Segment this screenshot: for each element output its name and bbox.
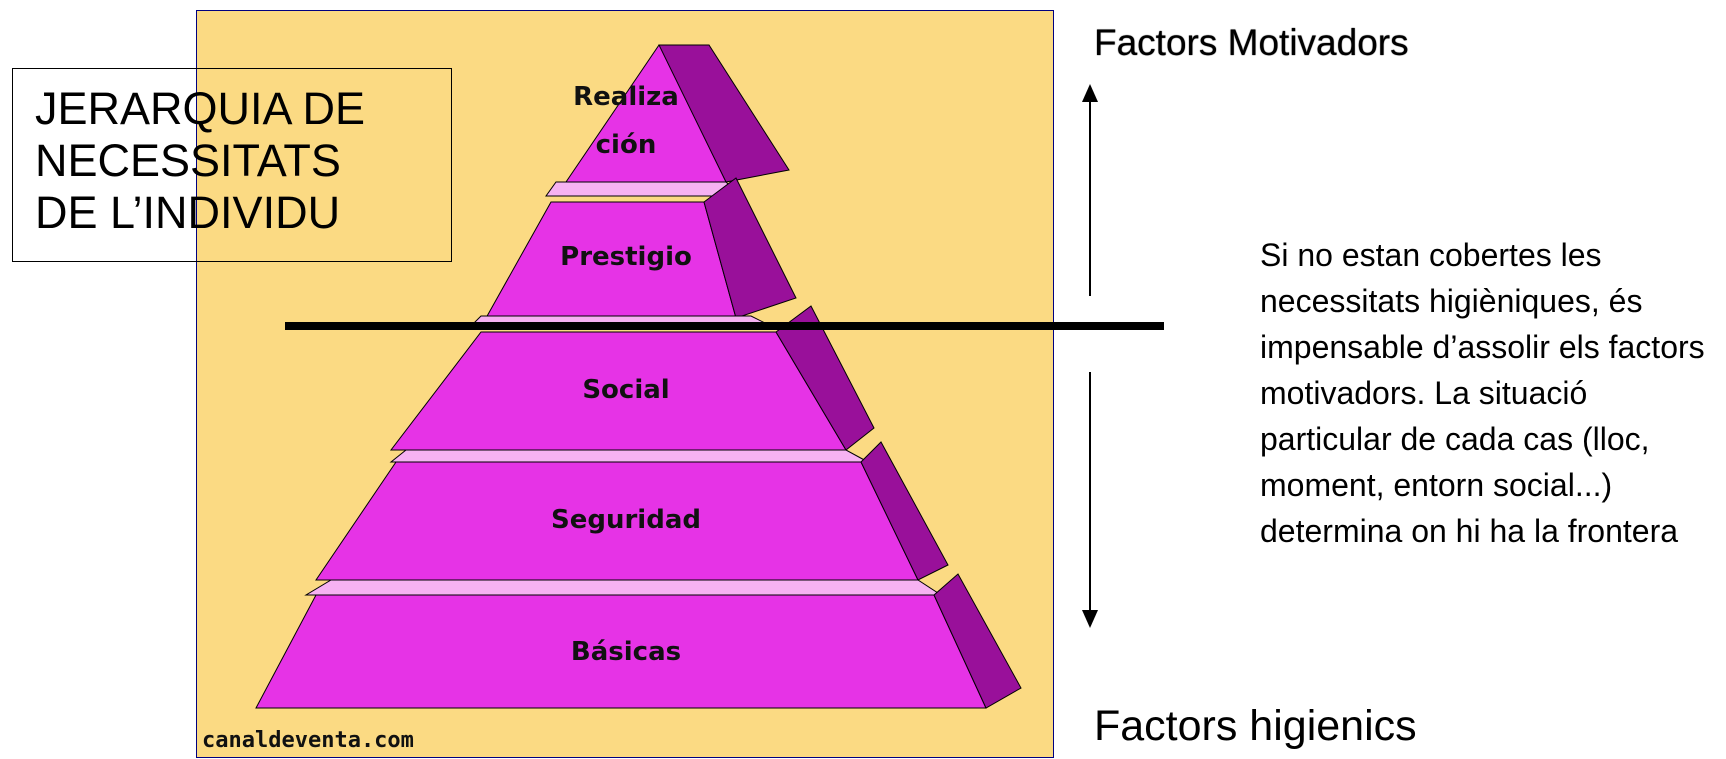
- pyramid-level-social: Social: [389, 305, 875, 463]
- watermark-text: canaldeventa.com: [202, 728, 414, 753]
- factors-higienics-label: Factors higienics: [1094, 702, 1417, 750]
- motivator-hygiene-divider: [285, 322, 1164, 330]
- pyramid-level-prestigio: Prestigio: [469, 177, 797, 327]
- pyramid-level-seguridad: Seguridad: [304, 441, 949, 596]
- factor-arrows: [1082, 84, 1098, 628]
- factors-motivadors-label: Factors Motivadors: [1094, 22, 1409, 63]
- level-label-social: Social: [582, 375, 669, 405]
- level-label-basicas: Básicas: [571, 637, 681, 667]
- level-label-realizacion-1: Realiza: [573, 82, 679, 112]
- up-arrow-icon: [1082, 84, 1098, 296]
- title-box: JERARQUIA DE NECESSITATS DE L’INDIVIDU: [12, 68, 452, 262]
- title-line-3: DE L’INDIVIDU: [35, 187, 341, 238]
- title-line-2: NECESSITATS: [35, 135, 341, 186]
- explanation-text: Si no estan cobertes les necessitats hig…: [1260, 237, 1705, 549]
- level-label-realizacion-2: ción: [596, 130, 657, 160]
- level-label-seguridad: Seguridad: [551, 505, 701, 535]
- needs-pyramid: Realiza ción Prestigio Social Seguridad …: [255, 44, 1022, 709]
- title-line-1: JERARQUIA DE: [35, 83, 366, 134]
- level-label-prestigio: Prestigio: [560, 242, 692, 272]
- down-arrow-icon: [1082, 372, 1098, 628]
- pyramid-level-basicas: Básicas: [255, 573, 1022, 709]
- pyramid-level-realizacion: Realiza ción: [545, 44, 790, 197]
